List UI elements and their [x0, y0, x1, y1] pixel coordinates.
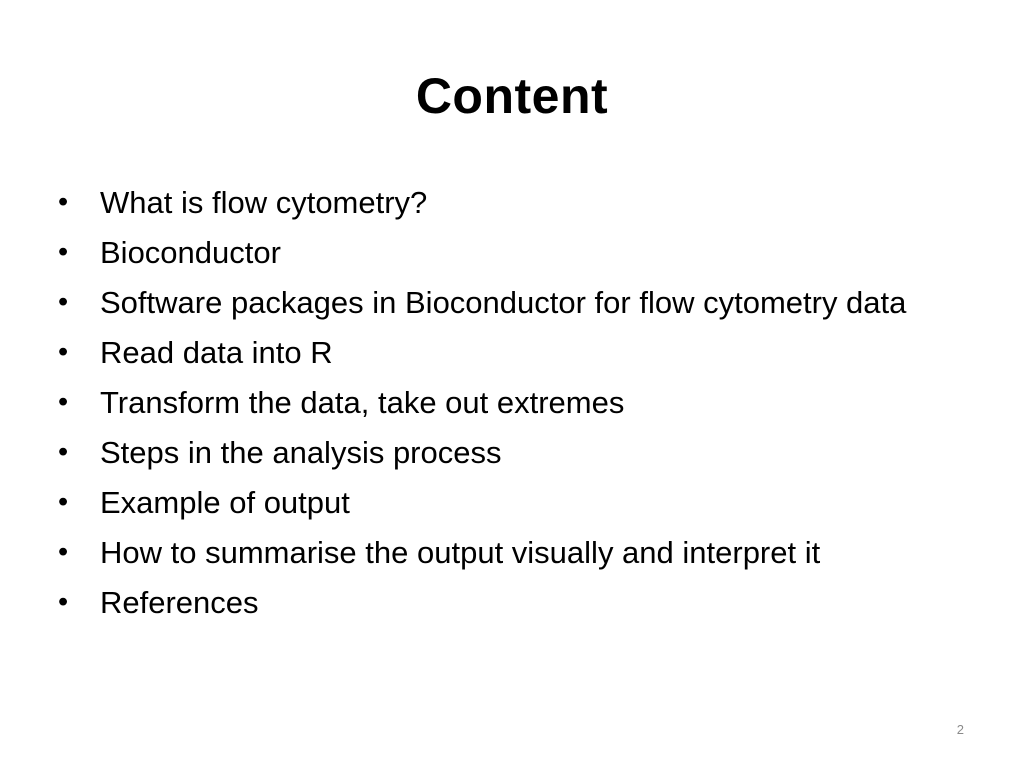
list-item: • Transform the data, take out extremes	[58, 381, 958, 424]
list-item-text: Transform the data, take out extremes	[100, 385, 625, 420]
list-item: • How to summarise the output visually a…	[58, 531, 958, 574]
bullet-icon: •	[58, 236, 69, 268]
list-item: • Read data into R	[58, 331, 958, 374]
list-item: • What is flow cytometry?	[58, 181, 958, 224]
list-item-text: Example of output	[100, 485, 350, 520]
list-item-text: Read data into R	[100, 335, 333, 370]
list-item-text: How to summarise the output visually and…	[100, 535, 821, 570]
bullet-icon: •	[58, 436, 69, 468]
bullet-icon: •	[58, 336, 69, 368]
list-item: • Steps in the analysis process	[58, 431, 958, 474]
bullet-list: • What is flow cytometry? • Bioconductor…	[58, 181, 958, 631]
bullet-icon: •	[58, 486, 69, 518]
list-item-text: Bioconductor	[100, 235, 281, 270]
list-item: • Bioconductor	[58, 231, 958, 274]
list-item: • Software packages in Bioconductor for …	[58, 281, 958, 324]
list-item-text: Steps in the analysis process	[100, 435, 502, 470]
list-item-text: Software packages in Bioconductor for fl…	[100, 285, 907, 320]
slide-number: 2	[956, 722, 964, 737]
bullet-icon: •	[58, 536, 69, 568]
bullet-icon: •	[58, 386, 69, 418]
bullet-icon: •	[58, 186, 69, 218]
list-item: • Example of output	[58, 481, 958, 524]
slide-title: Content	[415, 68, 609, 124]
list-item: • References	[58, 581, 958, 624]
list-item-text: References	[100, 585, 259, 620]
bullet-icon: •	[58, 586, 69, 618]
list-item-text: What is flow cytometry?	[100, 185, 428, 220]
bullet-icon: •	[58, 286, 69, 318]
